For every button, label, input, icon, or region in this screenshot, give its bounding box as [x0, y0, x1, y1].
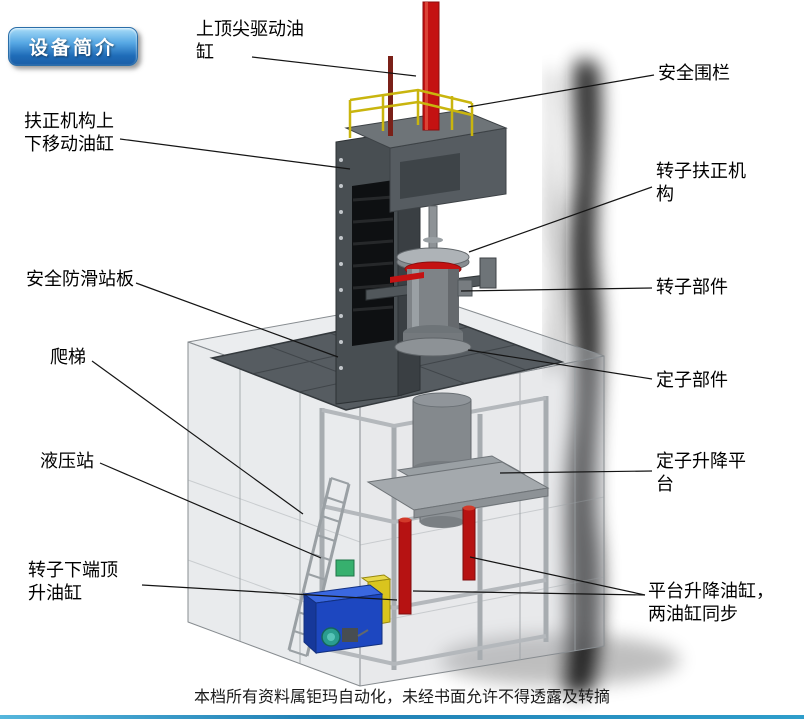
shadow-smudge — [440, 59, 680, 695]
label-hydraulic-station: 液压站 — [40, 451, 94, 471]
rotor-assembly — [365, 205, 497, 357]
lift-platform — [366, 461, 550, 519]
label-centering-lift-cylinder: 扶正机构上下移动油缸 — [24, 111, 114, 154]
safety-railing — [348, 88, 474, 138]
lift-cylinders — [398, 505, 476, 615]
label-stator-part: 定子部件 — [656, 370, 728, 390]
label-anti-slip-deck: 安全防滑站板 — [26, 269, 134, 289]
label-ladder: 爬梯 — [50, 347, 86, 367]
label-stator-lift-platform: 定子升降平台 — [656, 451, 746, 494]
leader-lines — [91, 56, 655, 601]
title-badge: 设备简介 — [8, 27, 138, 66]
label-top-tip-drive-cylinder: 上顶尖驱动油缸 — [196, 19, 304, 62]
hydraulic-station-unit — [302, 559, 392, 655]
top-cylinder — [388, 1, 440, 136]
copyright-note: 本档所有资料属钜玛自动化，未经书面允许不得透露及转摘 — [193, 689, 610, 706]
label-safety-fence: 安全围栏 — [658, 63, 730, 83]
label-rotor-centering-mechanism: 转子扶正机构 — [656, 161, 746, 204]
label-platform-lift-cylinders: 平台升降油缸，两油缸同步 — [648, 581, 774, 624]
label-rotor-part: 转子部件 — [656, 277, 728, 297]
bottom-accent-bar — [0, 715, 804, 719]
label-rotor-bottom-jack-cylinder: 转子下端顶升油缸 — [28, 560, 118, 603]
